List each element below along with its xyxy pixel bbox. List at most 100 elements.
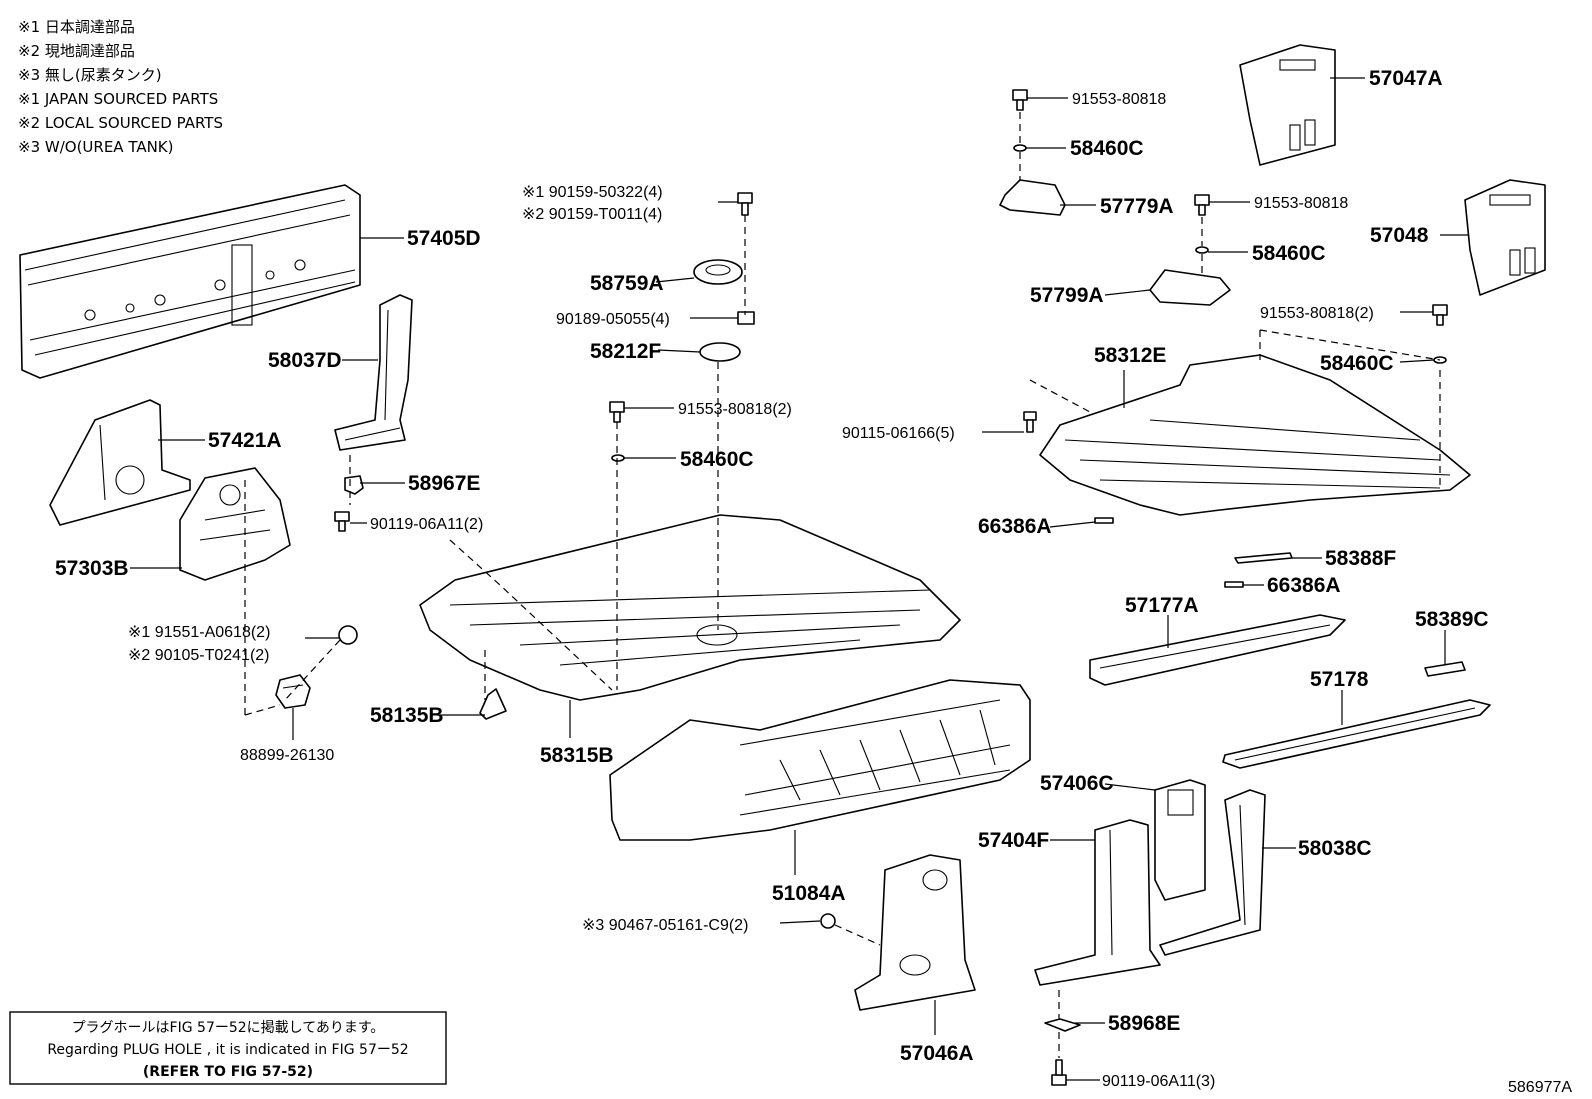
part-58135B-drawing: [479, 688, 507, 720]
notes: ※1 日本調達部品 ※2 現地調達部品 ※3 無し(尿素タンク) ※1 JAPA…: [18, 18, 223, 156]
label-90467-05161: ※3 90467-05161-C9(2): [582, 917, 748, 934]
plug-hole-note-en: Regarding PLUG HOLE , it is indicated in…: [47, 1042, 408, 1058]
plug-hole-note-box: プラグホールはFIG 57ー52に掲載してあります。 Regarding PLU…: [9, 1011, 447, 1085]
note-3: ※3 無し(尿素タンク): [18, 66, 162, 84]
part-57303B-drawing: [179, 467, 291, 581]
label-58967E: 58967E: [408, 472, 480, 495]
bolt-90115-drawing: [1023, 411, 1037, 433]
label-66386A-b: 66386A: [1267, 574, 1341, 597]
label-58389C: 58389C: [1415, 608, 1489, 631]
part-57048-drawing: [1464, 179, 1546, 296]
washer-58460Ca-drawing: [611, 454, 625, 462]
part-58968E-drawing: [1044, 1018, 1081, 1032]
label-57779A: 57779A: [1100, 195, 1174, 218]
label-58135B: 58135B: [370, 704, 444, 727]
part-58315B-drawing: [419, 514, 961, 701]
part-57047A-drawing: [1239, 44, 1336, 166]
label-57799A: 57799A: [1030, 284, 1104, 307]
part-57046A-drawing: [854, 854, 976, 1011]
label-90105-T0241: ※2 90105-T0241(2): [128, 647, 270, 664]
note-6: ※3 W/O(UREA TANK): [18, 138, 174, 156]
part-57405D-drawing: [19, 184, 361, 379]
label-91553-80818-2d: 91553-80818(2): [1260, 305, 1374, 322]
part-66386Ab-drawing: [1224, 581, 1244, 588]
label-58968E: 58968E: [1108, 1012, 1180, 1035]
note-4: ※1 JAPAN SOURCED PARTS: [18, 90, 218, 108]
label-91553-80818-2a: 91553-80818(2): [678, 401, 792, 418]
label-90119-06A11-2: 90119-06A11(2): [370, 516, 483, 533]
label-91551-A0618: ※1 91551-A0618(2): [128, 624, 270, 641]
label-57046A: 57046A: [900, 1042, 974, 1065]
label-58315B: 58315B: [540, 744, 614, 767]
part-57421A-drawing: [49, 399, 191, 526]
part-58759A-drawing: [693, 259, 743, 285]
nut-90189-drawing: [737, 311, 755, 325]
bolt-90119a-drawing: [334, 511, 350, 532]
part-57799A-drawing: [1149, 269, 1231, 306]
washer-58460Cb-drawing: [1013, 144, 1027, 152]
label-88899-26130: 88899-26130: [240, 747, 334, 764]
label-58388F: 58388F: [1325, 547, 1396, 570]
label-58460C-d: 58460C: [1320, 352, 1394, 375]
note-1: ※1 日本調達部品: [18, 18, 135, 36]
note-2: ※2 現地調達部品: [18, 42, 135, 60]
bolt-91553c-drawing: [1194, 194, 1210, 216]
part-66386Aa-drawing: [1094, 517, 1114, 524]
figure-id: 586977A: [1508, 1079, 1572, 1096]
part-88899-drawing: [275, 674, 311, 709]
label-90119-06A11-3: 90119-06A11(3): [1102, 1073, 1215, 1090]
part-57178-drawing: [1222, 699, 1491, 769]
label-57406C: 57406C: [1040, 772, 1114, 795]
label-58460C-b: 58460C: [1070, 137, 1144, 160]
part-58037D-drawing: [334, 294, 413, 451]
label-90115-06166: 90115-06166(5): [842, 425, 955, 442]
label-58460C-a: 58460C: [680, 448, 754, 471]
label-51084A: 51084A: [772, 882, 846, 905]
label-90189-05055: 90189-05055(4): [556, 311, 670, 328]
bolt-91553b-drawing: [1012, 89, 1028, 111]
label-90159-50322: ※1 90159-50322(4): [522, 184, 663, 201]
bolt-90119b-drawing: [1051, 1059, 1067, 1086]
part-58967E-drawing: [344, 475, 364, 495]
part-58212F-drawing: [699, 342, 741, 362]
part-labels: 57405D 58037D 57421A 58967E 90119-06A11(…: [55, 67, 1489, 1090]
washer-58460Cc-drawing: [1195, 246, 1209, 254]
label-57404F: 57404F: [978, 829, 1049, 852]
nut-90467-drawing: [820, 913, 836, 929]
label-58312E: 58312E: [1094, 344, 1166, 367]
label-91553-80818-b: 91553-80818: [1072, 91, 1166, 108]
label-57421A: 57421A: [208, 429, 282, 452]
plug-hole-note-jp: プラグホールはFIG 57ー52に掲載してあります。: [72, 1020, 385, 1036]
label-58037D: 58037D: [268, 349, 342, 372]
bolt-91551-drawing: [338, 625, 358, 645]
leader-lines: [130, 77, 1468, 1081]
part-57177A-drawing: [1089, 614, 1346, 686]
label-91553-80818-c: 91553-80818: [1254, 195, 1348, 212]
part-57779A-drawing: [999, 179, 1066, 216]
label-57178: 57178: [1310, 668, 1369, 691]
label-58759A: 58759A: [590, 272, 664, 295]
part-51084A-drawing: [609, 679, 1031, 841]
label-58212F: 58212F: [590, 340, 661, 363]
label-57048: 57048: [1370, 224, 1429, 247]
part-58038C-drawing: [1159, 789, 1266, 956]
note-5: ※2 LOCAL SOURCED PARTS: [18, 114, 223, 132]
part-57404F-drawing: [1034, 819, 1161, 986]
label-57405D: 57405D: [407, 227, 481, 250]
part-58388F-drawing: [1234, 552, 1293, 564]
label-57303B: 57303B: [55, 557, 129, 580]
part-58389C-drawing: [1424, 661, 1466, 677]
label-58460C-c: 58460C: [1252, 242, 1326, 265]
part-57406C-drawing: [1154, 779, 1206, 901]
label-57047A: 57047A: [1369, 67, 1443, 90]
bolt-90159-drawing: [737, 192, 753, 216]
label-57177A: 57177A: [1125, 594, 1199, 617]
plug-hole-refer: (REFER TO FIG 57-52): [143, 1064, 313, 1080]
bolt-91553a-drawing: [609, 401, 625, 423]
label-90159-T0011: ※2 90159-T0011(4): [522, 206, 662, 223]
bolt-91553d-drawing: [1432, 304, 1448, 326]
label-66386A-a: 66386A: [978, 515, 1052, 538]
label-58038C: 58038C: [1298, 837, 1372, 860]
part-58312E-drawing: [1039, 354, 1471, 516]
